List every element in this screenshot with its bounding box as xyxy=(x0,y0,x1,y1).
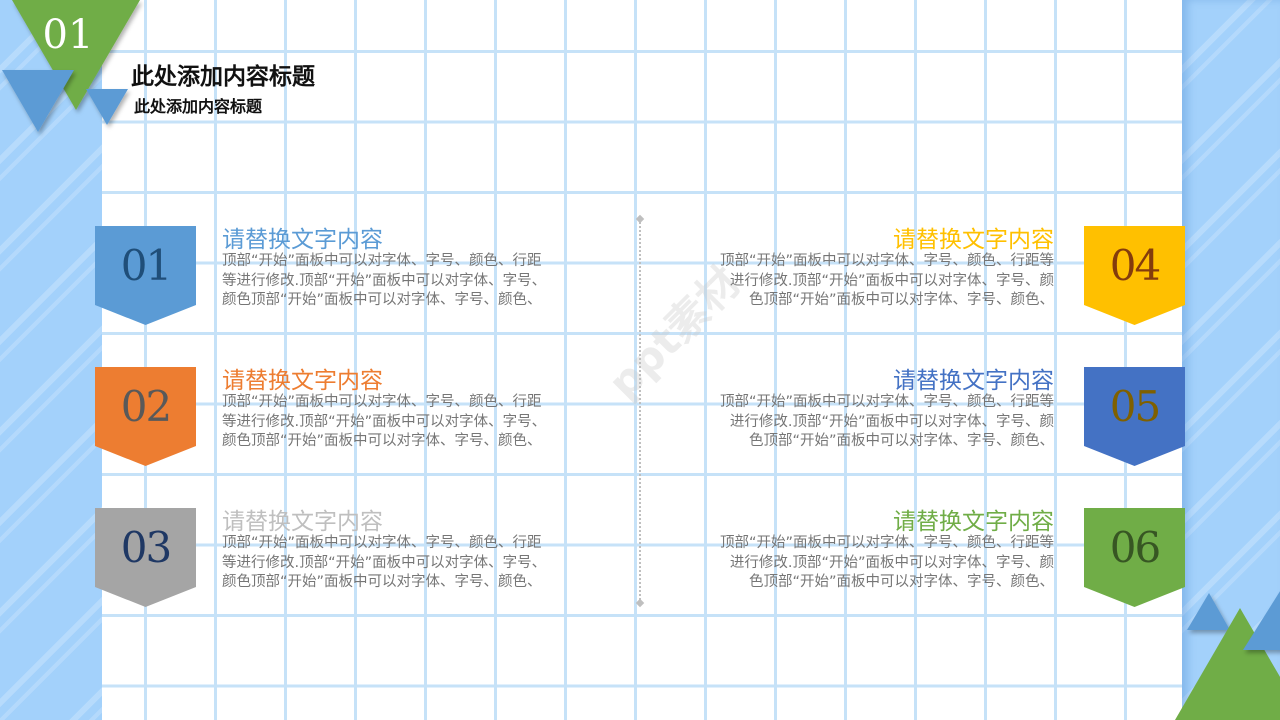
blue-triangle-shape-small xyxy=(86,89,128,125)
center-divider xyxy=(639,219,641,603)
badge-number: 06 xyxy=(1109,523,1161,572)
blue-triangle-shape-left xyxy=(1187,593,1230,630)
item-body-line[interactable]: 颜色顶部“开始”面板中可以对字体、字号、颜色、 xyxy=(222,292,542,308)
item-heading[interactable]: 请替换文字内容 xyxy=(893,509,1054,535)
corner-triangles-decoration xyxy=(1175,591,1280,720)
badge-pentagon-shape xyxy=(95,508,196,607)
section-triangles-decoration xyxy=(2,0,140,132)
item-body-line[interactable]: 等进行修改.顶部“开始”面板中可以对字体、字号、 xyxy=(222,413,547,430)
badge-number: 04 xyxy=(1109,241,1161,290)
right-decorative-band xyxy=(1182,0,1280,720)
content-item-01: 请替换文字内容顶部“开始”面板中可以对字体、字号、颜色、行距等进行修改.顶部“开… xyxy=(222,226,592,311)
item-body-line[interactable]: 颜色顶部“开始”面板中可以对字体、字号、颜色、 xyxy=(222,433,542,449)
number-badge-04: 04 xyxy=(1084,226,1185,325)
number-badge-05: 05 xyxy=(1084,367,1185,466)
badge-pentagon-shape xyxy=(1084,367,1185,466)
badge-fill xyxy=(95,226,196,325)
item-body-line[interactable]: 色顶部“开始”面板中可以对字体、字号、颜色、 xyxy=(748,574,1054,590)
badge-fill xyxy=(1084,226,1185,325)
item-body-line[interactable]: 进行修改.顶部“开始”面板中可以对字体、字号、颜 xyxy=(729,272,1054,289)
content-item-06: 请替换文字内容顶部“开始”面板中可以对字体、字号、颜色、行距等进行修改.顶部“开… xyxy=(684,508,1054,593)
item-body-line[interactable]: 顶部“开始”面板中可以对字体、字号、颜色、行距等 xyxy=(719,535,1054,551)
item-body-line[interactable]: 色顶部“开始”面板中可以对字体、字号、颜色、 xyxy=(748,292,1054,308)
item-heading[interactable]: 请替换文字内容 xyxy=(222,227,383,253)
number-badge-02: 02 xyxy=(95,367,196,466)
badge-number: 03 xyxy=(120,523,172,572)
item-body-line[interactable]: 顶部“开始”面板中可以对字体、字号、颜色、行距 xyxy=(222,535,542,551)
badge-pentagon-shape xyxy=(95,226,196,325)
item-body-line[interactable]: 进行修改.顶部“开始”面板中可以对字体、字号、颜 xyxy=(729,413,1054,430)
item-heading[interactable]: 请替换文字内容 xyxy=(893,368,1054,394)
badge-fill xyxy=(95,508,196,607)
number-badge-06: 06 xyxy=(1084,508,1185,607)
content-item-05: 请替换文字内容顶部“开始”面板中可以对字体、字号、颜色、行距等进行修改.顶部“开… xyxy=(684,367,1054,452)
badge-number: 02 xyxy=(120,382,172,431)
item-body-line[interactable]: 进行修改.顶部“开始”面板中可以对字体、字号、颜 xyxy=(729,554,1054,571)
left-decorative-band xyxy=(0,0,102,720)
grid-paper-background xyxy=(102,0,1182,720)
badge-fill xyxy=(1084,367,1185,466)
badge-number: 05 xyxy=(1109,382,1161,431)
item-body-line[interactable]: 等进行修改.顶部“开始”面板中可以对字体、字号、 xyxy=(222,272,547,289)
item-body-line[interactable]: 顶部“开始”面板中可以对字体、字号、颜色、行距 xyxy=(222,394,542,410)
badge-number: 01 xyxy=(120,241,172,290)
item-body-line[interactable]: 顶部“开始”面板中可以对字体、字号、颜色、行距等 xyxy=(719,253,1054,269)
badge-pentagon-shape xyxy=(1084,508,1185,607)
number-badge-03: 03 xyxy=(95,508,196,607)
item-body-line[interactable]: 等进行修改.顶部“开始”面板中可以对字体、字号、 xyxy=(222,554,547,571)
content-item-03: 请替换文字内容顶部“开始”面板中可以对字体、字号、颜色、行距等进行修改.顶部“开… xyxy=(222,508,592,593)
item-body-line[interactable]: 颜色顶部“开始”面板中可以对字体、字号、颜色、 xyxy=(222,574,542,590)
green-triangle-shape xyxy=(12,0,140,110)
number-badge-01: 01 xyxy=(95,226,196,325)
content-item-02: 请替换文字内容顶部“开始”面板中可以对字体、字号、颜色、行距等进行修改.顶部“开… xyxy=(222,367,592,452)
item-heading[interactable]: 请替换文字内容 xyxy=(222,509,383,535)
blue-triangle-shape-large xyxy=(2,70,74,132)
item-body-line[interactable]: 顶部“开始”面板中可以对字体、字号、颜色、行距 xyxy=(222,253,542,269)
content-item-04: 请替换文字内容顶部“开始”面板中可以对字体、字号、颜色、行距等进行修改.顶部“开… xyxy=(684,226,1054,311)
item-heading[interactable]: 请替换文字内容 xyxy=(893,227,1054,253)
section-number: 01 xyxy=(42,12,94,58)
slide-title[interactable]: 此处添加内容标题 xyxy=(131,63,315,90)
badge-fill xyxy=(95,367,196,466)
slide-subtitle[interactable]: 此处添加内容标题 xyxy=(134,97,263,116)
badge-fill xyxy=(1084,508,1185,607)
badge-pentagon-shape xyxy=(1084,226,1185,325)
item-body-line[interactable]: 色顶部“开始”面板中可以对字体、字号、颜色、 xyxy=(748,433,1054,449)
item-heading[interactable]: 请替换文字内容 xyxy=(222,368,383,394)
badge-pentagon-shape xyxy=(95,367,196,466)
item-body-line[interactable]: 顶部“开始”面板中可以对字体、字号、颜色、行距等 xyxy=(719,394,1054,410)
